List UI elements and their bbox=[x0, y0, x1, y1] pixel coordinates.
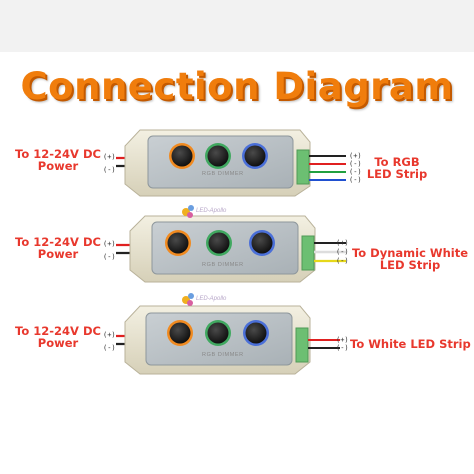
brand-watermark-1: LED-Apollo bbox=[196, 208, 227, 214]
output-terminal bbox=[295, 327, 309, 363]
input-label-line2: Power bbox=[37, 336, 79, 350]
panel-label: RGB DIMMER bbox=[202, 262, 244, 268]
input-label-line1: To 12-24V DC bbox=[15, 235, 101, 249]
output-label-line1: To RGB bbox=[374, 155, 420, 169]
output-label-line1: To White LED Strip bbox=[350, 337, 471, 351]
input-sign-negative: (-) bbox=[103, 253, 116, 261]
page-title: Connection Diagram bbox=[20, 65, 454, 108]
knob-1 bbox=[169, 143, 195, 169]
input-label: To 12-24V DC Power bbox=[6, 148, 110, 172]
output-label-line2: LED Strip bbox=[379, 258, 441, 272]
input-label: To 12-24V DC Power bbox=[6, 236, 110, 260]
knob-3 bbox=[243, 320, 269, 346]
brand-watermark-2: LED-Apollo bbox=[196, 296, 227, 302]
output-sign-1: (+) bbox=[349, 152, 362, 160]
controller-unit-3 bbox=[116, 305, 340, 375]
controller-unit-2 bbox=[116, 215, 346, 283]
brand-logo-1 bbox=[182, 205, 194, 218]
output-sign-1: (+) bbox=[336, 336, 349, 344]
knob-2 bbox=[206, 230, 232, 256]
knob-3 bbox=[242, 143, 268, 169]
panel-label: RGB DIMMER bbox=[202, 171, 244, 177]
input-label-line2: Power bbox=[37, 247, 79, 261]
input-label-line2: Power bbox=[37, 159, 79, 173]
output-sign-1: (+) bbox=[336, 239, 349, 247]
output-label-line2: LED Strip bbox=[366, 167, 428, 181]
input-label-line1: To 12-24V DC bbox=[15, 147, 101, 161]
output-sign-2: (-) bbox=[336, 344, 349, 352]
input-sign-negative: (-) bbox=[103, 344, 116, 352]
output-terminal bbox=[301, 235, 315, 271]
knob-2 bbox=[205, 320, 231, 346]
knob-1 bbox=[167, 320, 193, 346]
brand-logo-2 bbox=[182, 293, 194, 306]
input-sign-positive: (+) bbox=[103, 240, 116, 248]
top-band bbox=[0, 0, 474, 52]
output-label: To Dynamic White LED Strip bbox=[350, 247, 470, 271]
knob-1 bbox=[165, 230, 191, 256]
input-label-line1: To 12-24V DC bbox=[15, 324, 101, 338]
output-sign-4: (-) bbox=[349, 176, 362, 184]
knob-3 bbox=[249, 230, 275, 256]
knob-2 bbox=[205, 143, 231, 169]
output-label: To White LED Strip bbox=[350, 338, 471, 350]
output-label-line1: To Dynamic White bbox=[351, 246, 469, 260]
output-sign-2: (-) bbox=[336, 248, 349, 256]
output-label: To RGB LED Strip bbox=[362, 156, 432, 180]
input-sign-positive: (+) bbox=[103, 331, 116, 339]
controller-unit-1 bbox=[116, 129, 346, 197]
output-sign-2: (-) bbox=[349, 160, 362, 168]
panel-label: RGB DIMMER bbox=[202, 352, 244, 358]
output-sign-3: (-) bbox=[336, 257, 349, 265]
output-sign-3: (-) bbox=[349, 168, 362, 176]
input-sign-positive: (+) bbox=[103, 153, 116, 161]
output-terminal bbox=[296, 149, 310, 185]
input-sign-negative: (-) bbox=[103, 166, 116, 174]
input-label: To 12-24V DC Power bbox=[6, 325, 110, 349]
